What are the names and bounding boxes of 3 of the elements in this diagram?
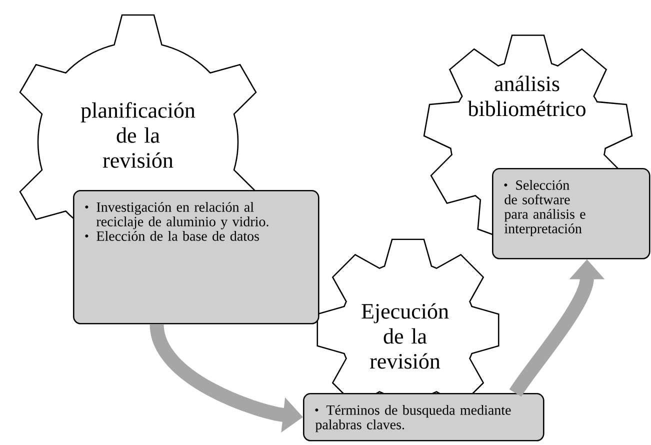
bullet-box: Selección de software para análisis e interpretación xyxy=(492,168,650,260)
bullet-box: Términos de busqueda mediante palabras claves. xyxy=(303,393,544,442)
bullet-box: Investigación en relación al reciclaje de aluminio y vidrio. Elección de la base de datos xyxy=(73,190,320,324)
